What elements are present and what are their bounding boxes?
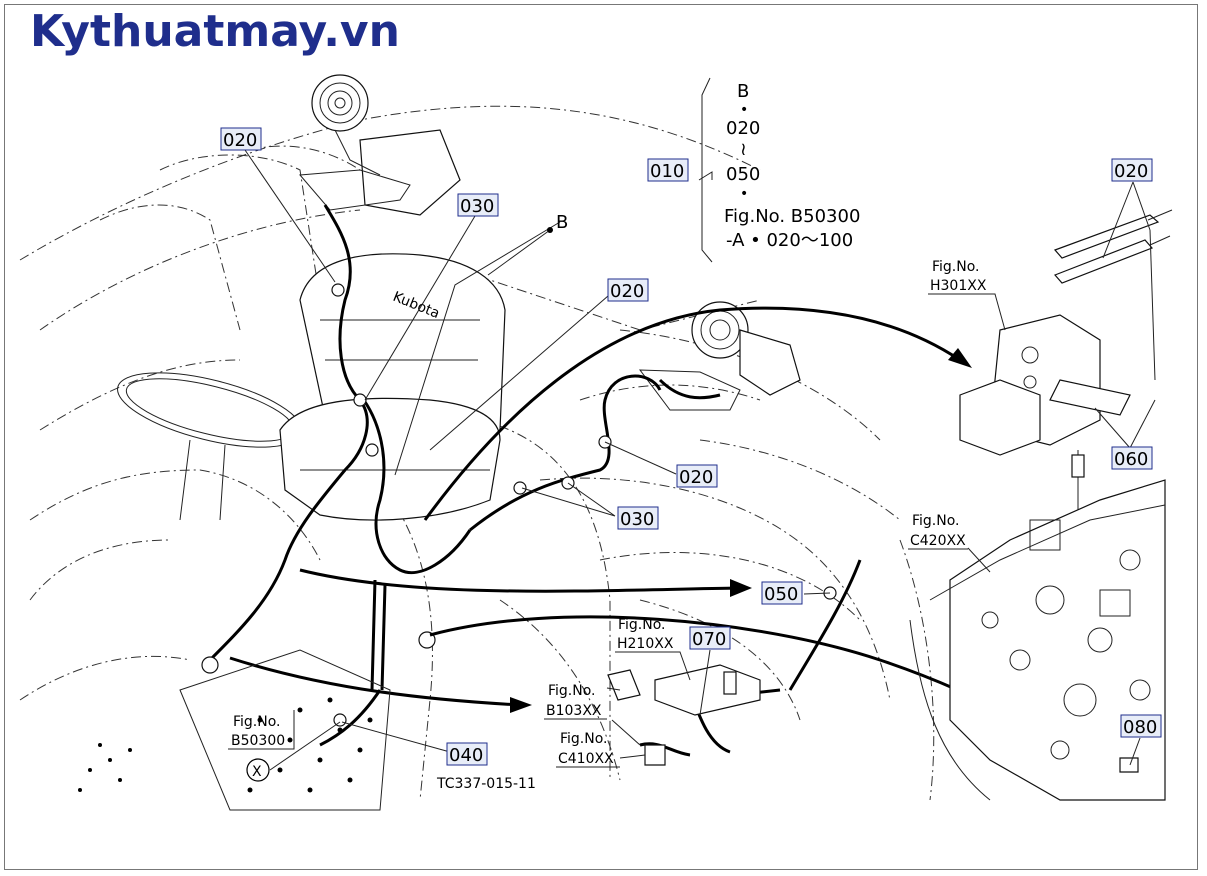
fig-ref-b103xx: Fig.No. B103XX <box>544 683 607 720</box>
svg-text:C420XX: C420XX <box>910 533 966 549</box>
callout-030-seat: 030 <box>457 193 499 217</box>
drawing-code: TC337-015-11 <box>436 776 536 792</box>
svg-text:020: 020 <box>610 281 644 302</box>
point-b-label: B <box>556 212 568 233</box>
fig-ref-c420xx: Fig.No. C420XX <box>908 513 968 550</box>
fig-ref-c410xx: Fig.No. C410XX <box>556 731 620 768</box>
svg-text:H301XX: H301XX <box>930 278 987 294</box>
left-work-light <box>298 74 461 216</box>
drawing-frame <box>4 4 1198 870</box>
sensor-bracket <box>607 664 761 766</box>
right-work-light <box>638 301 801 411</box>
transmission-housing <box>909 479 1166 801</box>
callout-040: 040 <box>446 742 488 766</box>
svg-text:Fig.No.: Fig.No. <box>618 617 666 633</box>
svg-text:050: 050 <box>764 584 798 605</box>
svg-text:040: 040 <box>449 745 483 766</box>
hydraulic-block <box>959 314 1131 560</box>
svg-text:080: 080 <box>1123 717 1157 738</box>
svg-text:C410XX: C410XX <box>558 751 614 767</box>
callout-080: 080 <box>1120 714 1162 738</box>
svg-text:050: 050 <box>726 164 760 185</box>
floor-step <box>78 649 391 811</box>
callout-010: 010 <box>647 158 689 182</box>
fig-ref-b50300: Fig.No. B50300 <box>228 710 295 750</box>
svg-text:X: X <box>252 764 262 780</box>
wiring-harness <box>201 204 862 757</box>
svg-text:B50300: B50300 <box>231 733 285 749</box>
svg-text:020: 020 <box>223 130 257 151</box>
svg-text:B103XX: B103XX <box>546 703 602 719</box>
control-lever <box>1053 209 1173 381</box>
svg-text:Fig.No.: Fig.No. <box>912 513 960 529</box>
callout-050: 050 <box>761 581 803 605</box>
callout-020-seat: 020 <box>220 127 262 151</box>
svg-text:060: 060 <box>1114 449 1148 470</box>
svg-text:Fig.No.: Fig.No. <box>560 731 608 747</box>
svg-text:B: B <box>737 81 749 102</box>
steering-wheel <box>117 372 303 521</box>
svg-text:070: 070 <box>692 629 726 650</box>
svg-text:≀: ≀ <box>740 139 747 160</box>
svg-text:Fig.No. B50300: Fig.No. B50300 <box>724 206 860 227</box>
callout-020-fender: 020 <box>607 278 649 302</box>
svg-text:030: 030 <box>460 196 494 217</box>
leader-lines <box>244 77 1156 771</box>
svg-text:020: 020 <box>679 467 713 488</box>
callout-030-mid: 030 <box>617 506 659 530</box>
svg-text:Fig.No.: Fig.No. <box>548 683 596 699</box>
svg-text:020: 020 <box>1114 161 1148 182</box>
svg-text:H210XX: H210XX <box>617 636 674 652</box>
svg-text:Fig.No.: Fig.No. <box>932 259 980 275</box>
svg-text:030: 030 <box>620 509 654 530</box>
callout-060: 060 <box>1111 446 1153 470</box>
svg-text:Fig.No.: Fig.No. <box>233 714 281 730</box>
operator-seat: Kubota <box>279 253 506 521</box>
marker-x: X <box>246 758 270 782</box>
fig-ref-h301xx: Fig.No. H301XX <box>928 259 1006 331</box>
svg-text:020: 020 <box>726 118 760 139</box>
svg-text:010: 010 <box>650 161 684 182</box>
fig-ref-h210xx: Fig.No. H210XX <box>615 617 691 681</box>
callout-020-right: 020 <box>1111 158 1153 182</box>
svg-text:•: • <box>740 186 748 202</box>
svg-text:•: • <box>740 102 748 118</box>
svg-text:-A • 020～100: -A • 020～100 <box>726 230 853 251</box>
callout-070: 070 <box>689 626 731 650</box>
site-watermark: Kythuatmay.vn <box>30 6 400 57</box>
callout-020-mid: 020 <box>676 464 718 488</box>
assembly-note: B • 020 ≀ 050 • Fig.No. B50300 -A • 020～… <box>724 81 860 251</box>
